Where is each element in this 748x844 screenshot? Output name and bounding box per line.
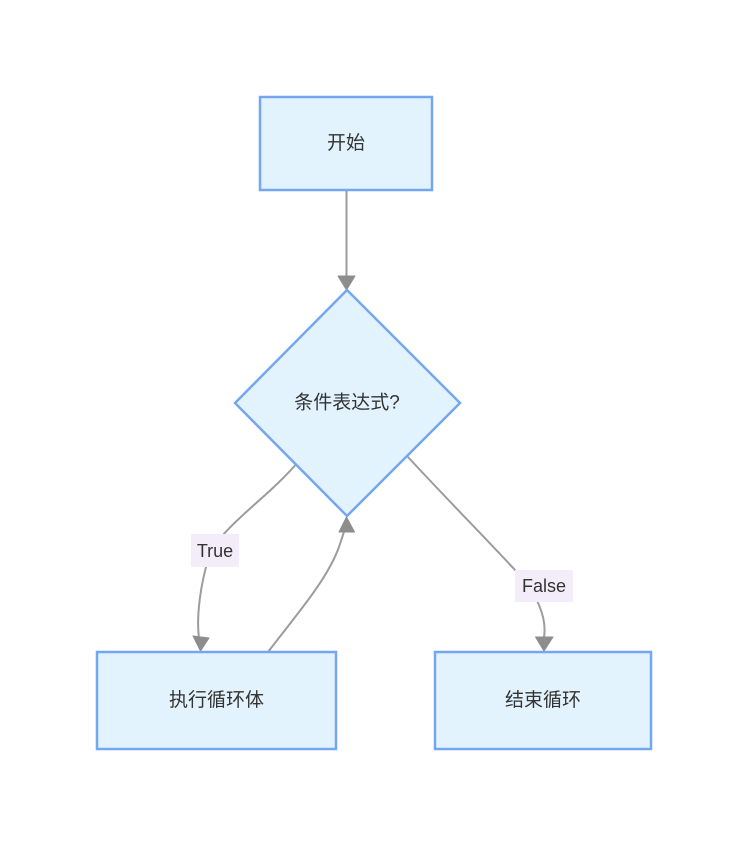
- edge-label-false: False: [515, 570, 573, 602]
- arrowhead-down-icon: [192, 635, 210, 652]
- edge-line: [267, 526, 347, 653]
- start-box: [258, 95, 434, 192]
- loop-end-label: 结束循环: [505, 689, 581, 711]
- edge-label-true: True: [191, 534, 239, 567]
- edge-line: [406, 455, 546, 638]
- arrowhead-up-icon: [338, 516, 355, 533]
- edge-label-background: [191, 534, 239, 567]
- node-start: 开始: [258, 95, 434, 192]
- loop-body-label: 执行循环体: [169, 689, 264, 711]
- edge-label-text: True: [197, 541, 233, 561]
- condition-label: 条件表达式?: [294, 392, 400, 414]
- edge-start-to-condition: [337, 190, 356, 291]
- node-loop-body: 执行循环体: [95, 650, 338, 751]
- edge-loop-body-to-condition: [267, 516, 355, 653]
- edge-condition-to-loop-end: [406, 455, 554, 652]
- arrowhead-down-icon: [337, 275, 356, 291]
- node-condition: 条件表达式?: [233, 288, 462, 518]
- loop-end-box: [433, 650, 653, 751]
- condition-diamond: [233, 288, 462, 518]
- arrowhead-down-icon: [535, 636, 554, 652]
- edge-label-background: [515, 570, 573, 602]
- loop-body-box: [95, 650, 338, 751]
- edge-label-text: False: [522, 576, 566, 596]
- start-label: 开始: [327, 132, 365, 154]
- node-loop-end: 结束循环: [433, 650, 653, 751]
